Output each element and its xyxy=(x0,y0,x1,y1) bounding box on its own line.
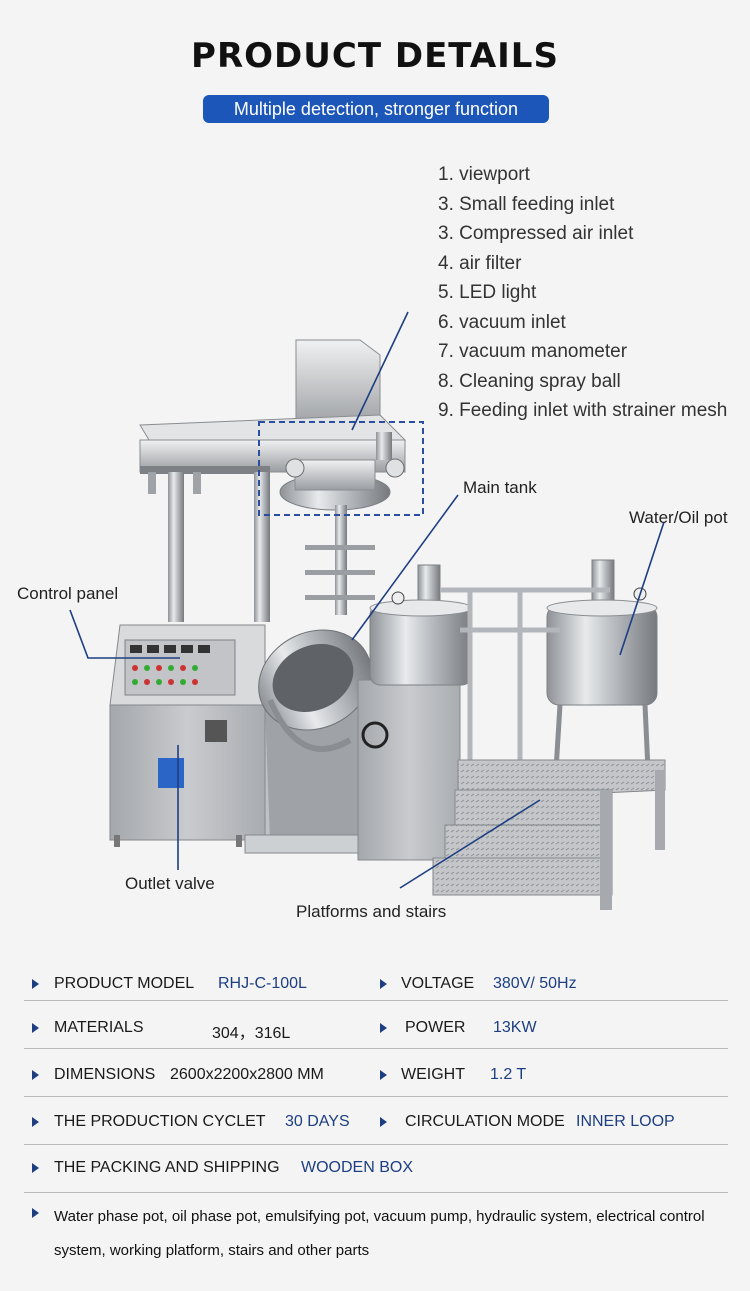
bullet-arrow-icon xyxy=(32,1070,39,1080)
spec-label: PRODUCT MODEL xyxy=(54,975,195,992)
switch-box xyxy=(205,720,227,742)
spec-row: THE PRODUCTION CYCLET 30 DAYS CIRCULATIO… xyxy=(24,1096,728,1145)
callout-control-panel: Control panel xyxy=(17,584,119,603)
feature-item: 5. LED light xyxy=(438,282,537,303)
spec-value: 30 DAYS xyxy=(285,1113,350,1130)
tank-lid-assembly xyxy=(279,432,405,511)
spec-label: THE PRODUCTION CYCLET xyxy=(54,1113,266,1130)
spec-label: THE PACKING AND SHIPPING xyxy=(54,1159,280,1176)
callout-outlet-valve: Outlet valve xyxy=(125,874,215,893)
spec-value: 13KW xyxy=(493,1019,537,1036)
bullet-arrow-icon xyxy=(32,979,39,989)
hydraulic-column xyxy=(168,472,184,622)
working-platform xyxy=(432,759,666,910)
spec-row: PRODUCT MODEL RHJ-C-100L VOLTAGE 380V/ 5… xyxy=(24,962,728,1001)
spec-value: WOODEN BOX xyxy=(301,1159,414,1176)
spec-label: WEIGHT xyxy=(401,1066,465,1083)
feature-item: 7. vacuum manometer xyxy=(438,341,628,362)
bullet-arrow-icon xyxy=(380,979,387,989)
feature-item: 3. Small feeding inlet xyxy=(438,194,615,215)
water-pot xyxy=(369,564,473,686)
feature-item: 4. air filter xyxy=(438,253,522,274)
spec-label: VOLTAGE xyxy=(401,975,475,992)
included-parts-note: Water phase pot, oil phase pot, emulsify… xyxy=(54,1208,705,1259)
bullet-arrow-icon xyxy=(32,1208,39,1218)
platform-railing xyxy=(440,587,610,760)
spec-value: 380V/ 50Hz xyxy=(493,975,577,992)
callout-leaders xyxy=(69,311,665,889)
hydraulic-column xyxy=(254,472,270,622)
feature-item: 8. Cleaning spray ball xyxy=(438,371,621,392)
spec-row: DIMENSIONS 2600x2200x2800 MM WEIGHT 1.2 … xyxy=(24,1048,728,1097)
subtitle-badge: Multiple detection, stronger function xyxy=(203,95,549,123)
vacuum-emulsifier-machine-illustration xyxy=(69,311,666,910)
control-cabinet xyxy=(109,624,266,847)
feature-item: 1. viewport xyxy=(438,164,530,185)
feature-item: 3. Compressed air inlet xyxy=(438,223,634,244)
oil-pot xyxy=(546,559,658,771)
spec-row: MATERIALS 304，316L POWER 13KW xyxy=(24,1000,728,1049)
bullet-arrow-icon xyxy=(380,1117,387,1127)
spec-row: THE PACKING AND SHIPPING WOODEN BOX xyxy=(24,1144,728,1193)
bullet-arrow-icon xyxy=(32,1117,39,1127)
spec-label: DIMENSIONS xyxy=(54,1066,156,1083)
spec-label: POWER xyxy=(405,1019,466,1036)
bullet-arrow-icon xyxy=(32,1163,39,1173)
nameplate xyxy=(158,758,184,788)
feature-item: 6. vacuum inlet xyxy=(438,312,566,333)
highlight-box xyxy=(258,421,424,516)
callout-main-tank: Main tank xyxy=(463,478,537,497)
spec-value: 2600x2200x2800 MM xyxy=(170,1066,324,1083)
tilt-handwheel xyxy=(361,721,389,749)
lifting-motor-housing xyxy=(139,339,407,474)
spec-value: INNER LOOP xyxy=(576,1113,675,1130)
spec-value: 1.2 T xyxy=(490,1066,527,1083)
bullet-arrow-icon xyxy=(380,1070,387,1080)
spec-label: MATERIALS xyxy=(54,1019,144,1036)
tilt-cabinet xyxy=(357,679,461,861)
feature-item: 9. Feeding inlet with strainer mesh xyxy=(438,400,728,421)
page-title: PRODUCT DETAILS xyxy=(191,36,559,76)
bullet-arrow-icon xyxy=(32,1023,39,1033)
bullet-arrow-icon xyxy=(380,1023,387,1033)
spec-value: RHJ-C-100L xyxy=(218,975,307,992)
spec-value: 304，316L xyxy=(212,1025,291,1042)
spec-label: CIRCULATION MODE xyxy=(405,1113,565,1130)
callout-platforms-stairs: Platforms and stairs xyxy=(296,902,447,921)
agitator-shaft xyxy=(305,505,375,615)
main-tank-bowl xyxy=(258,629,372,752)
callout-water-oil-pot: Water/Oil pot xyxy=(629,508,728,527)
